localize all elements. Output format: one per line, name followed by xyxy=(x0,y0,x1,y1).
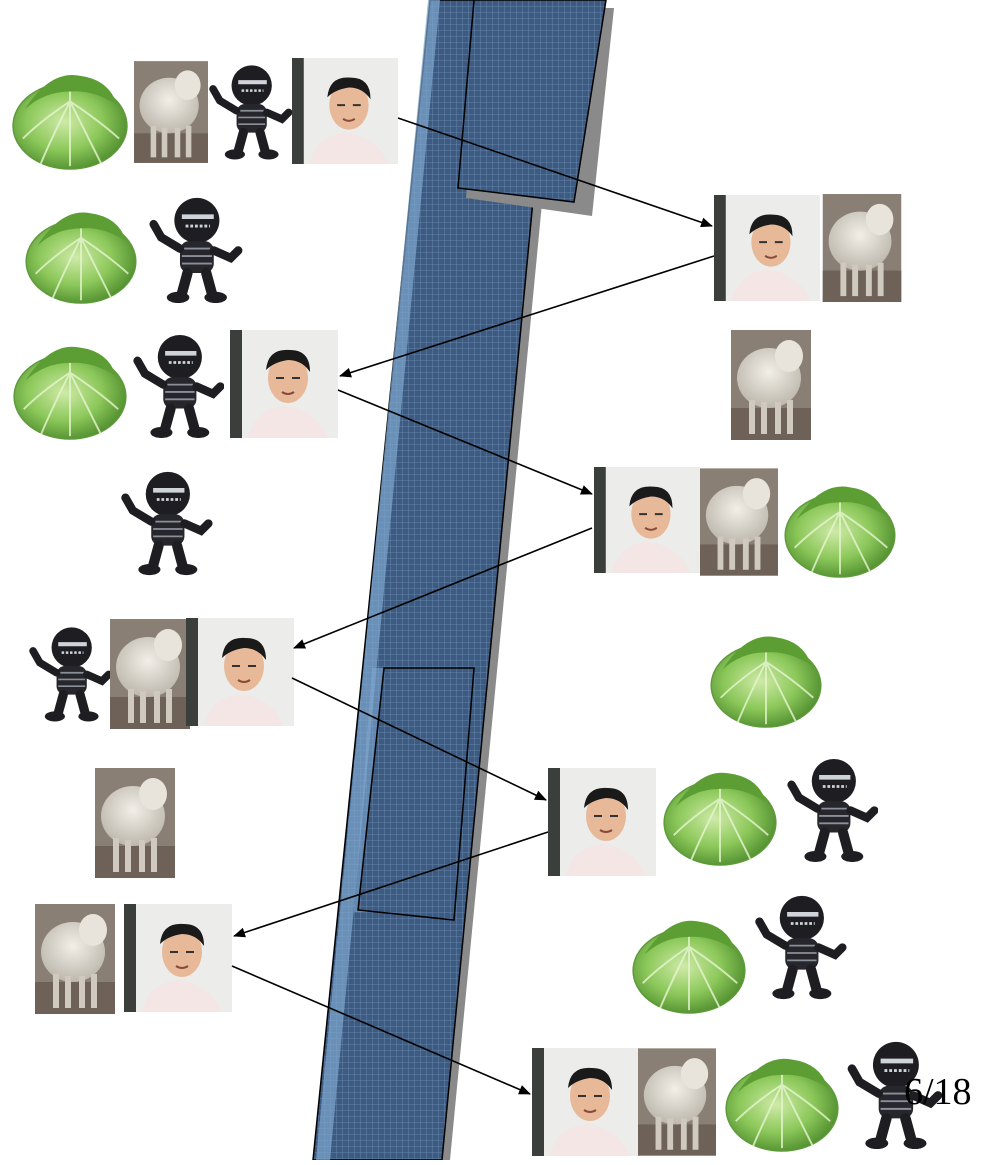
robot-icon xyxy=(138,335,221,438)
state-3-right xyxy=(731,330,811,440)
state-4-right xyxy=(594,467,895,577)
man-icon xyxy=(532,1048,640,1156)
cabbage-icon xyxy=(14,347,126,439)
man-icon xyxy=(186,618,294,726)
state-5-right xyxy=(711,636,821,727)
robot-icon xyxy=(792,759,875,862)
man-icon xyxy=(292,58,398,164)
cabbage-icon xyxy=(633,921,745,1013)
robot-icon xyxy=(33,627,109,721)
state-5-left xyxy=(33,618,294,729)
man-icon xyxy=(230,330,338,438)
page-number: 6/18 xyxy=(904,1070,972,1114)
sheep-icon xyxy=(700,468,778,575)
state-6-left xyxy=(95,768,175,878)
cabbage-icon xyxy=(711,636,821,727)
man-icon xyxy=(714,195,820,301)
state-1-left xyxy=(13,58,398,169)
man-icon xyxy=(594,467,700,573)
cabbage-icon xyxy=(726,1059,838,1151)
robot-icon xyxy=(154,198,239,303)
state-7-left xyxy=(35,904,232,1014)
man-icon xyxy=(124,904,232,1012)
cabbage-icon xyxy=(664,773,776,865)
robot-icon xyxy=(213,65,289,159)
state-7-right xyxy=(633,896,842,1013)
state-2-right xyxy=(714,194,901,302)
man-icon xyxy=(548,768,656,876)
robot-icon xyxy=(759,896,842,999)
robot-icon xyxy=(125,472,208,575)
state-3-left xyxy=(14,330,338,439)
sheep-icon xyxy=(95,768,175,878)
cabbage-icon xyxy=(26,212,136,303)
state-8-right xyxy=(532,1042,938,1156)
sheep-icon xyxy=(638,1048,716,1155)
state-2-left xyxy=(26,198,238,303)
state-6-right xyxy=(548,759,874,876)
cabbage-icon xyxy=(785,486,895,577)
sheep-icon xyxy=(731,330,811,440)
state-4-left xyxy=(125,472,208,575)
cabbage-icon xyxy=(13,75,127,169)
sheep-icon xyxy=(134,61,208,163)
sheep-icon xyxy=(110,619,190,729)
sheep-icon xyxy=(823,194,902,302)
sheep-icon xyxy=(35,904,115,1014)
